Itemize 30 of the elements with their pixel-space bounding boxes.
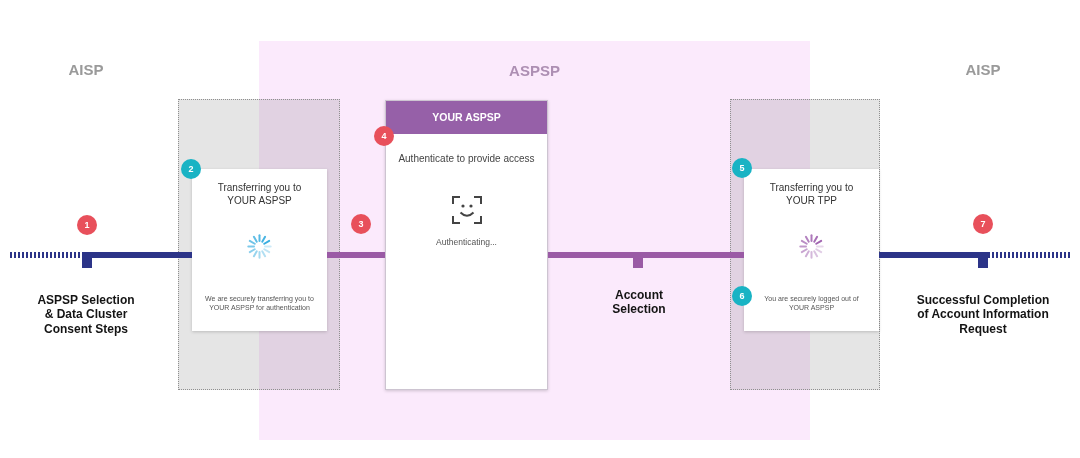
zone-title: ASPSP — [508, 61, 561, 81]
screen-title: Transferring you to YOUR TPP — [768, 181, 855, 208]
timeline-line — [92, 252, 192, 258]
transition-zone — [730, 99, 880, 390]
step-number: 7 — [973, 214, 993, 234]
step-marker — [82, 252, 92, 268]
striped-line — [988, 252, 1070, 258]
timeline-line — [879, 252, 978, 258]
step-caption: ASPSP Selection & Data Cluster Consent Steps — [36, 293, 136, 337]
timeline-line — [548, 252, 633, 258]
timeline-line — [327, 252, 385, 258]
step-number: 3 — [351, 214, 371, 234]
step-marker — [633, 252, 643, 268]
zone-title: AISP — [964, 61, 1002, 78]
step-number: 4 — [374, 126, 394, 146]
step-marker — [978, 252, 988, 268]
step-caption: Successful Completion of Account Information Request — [915, 293, 1051, 337]
timeline-line — [643, 252, 744, 258]
screen-title: Transferring you to YOUR ASPSP — [216, 181, 303, 208]
status-text: Authenticating... — [435, 237, 498, 249]
step-caption: Account Selection — [611, 288, 667, 317]
step-number: 1 — [77, 215, 97, 235]
striped-line — [10, 252, 82, 258]
screen-card — [744, 169, 879, 331]
screen-header: YOUR ASPSP — [386, 101, 547, 134]
zone-title: AISP — [67, 61, 105, 78]
step-number: 2 — [181, 159, 201, 179]
screen-card — [192, 169, 327, 331]
screen-title: Authenticate to provide access — [397, 152, 536, 166]
screen-card — [385, 100, 548, 390]
